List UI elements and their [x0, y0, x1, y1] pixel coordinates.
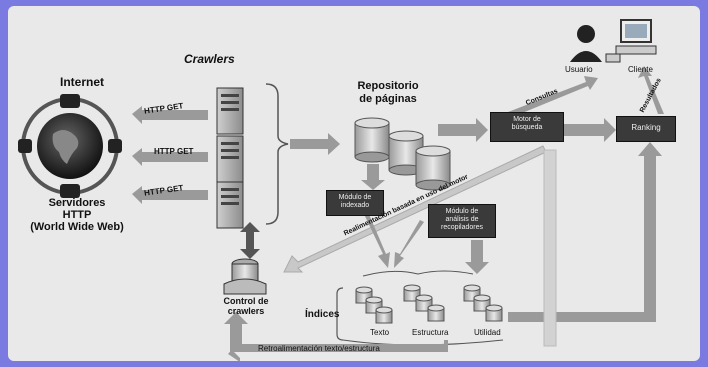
control-updown-arrow [240, 222, 260, 259]
indices-to-ranking-arrow [508, 142, 662, 322]
control-crawlers-icon [223, 258, 267, 295]
indexado-to-indices-arrow-b [394, 220, 424, 268]
brace-to-repo-arrow [290, 133, 340, 155]
index-estructura-label: Estructura [412, 328, 449, 337]
http-get-arrow-3 [132, 186, 208, 204]
modulo-indexado-line-1: Módulo de [338, 194, 372, 201]
retro-texto-estructura-arrow [228, 340, 448, 361]
http-get-arrows [132, 106, 208, 204]
servidores-line-2: HTTP [62, 209, 92, 221]
motor-line-2: búsqueda [511, 124, 543, 131]
modulo-analisis-box: Módulo de análisis de recopiladores [428, 204, 496, 238]
crawlers-label: Crawlers [184, 52, 235, 66]
diagram-graphics [18, 19, 664, 361]
realimentacion-uso-arrow [283, 145, 547, 273]
ranking-box: Ranking [616, 116, 676, 142]
crawler-brace [265, 83, 289, 225]
motor-line-1: Motor de [513, 116, 541, 123]
repository-cylinders-icon [354, 117, 451, 191]
consultas-arrow [508, 76, 598, 118]
indices-top-brace [362, 270, 474, 277]
modulo-analisis-line-3: recopiladores [440, 224, 484, 231]
modulo-analisis-line-1: Módulo de [445, 208, 479, 215]
indexado-to-indices-arrow-a [363, 212, 390, 268]
resultados-arrow [638, 66, 664, 114]
control-line-2: crawlers [227, 306, 265, 316]
internet-globe-icon [18, 94, 122, 198]
cliente-label: Cliente [628, 65, 653, 74]
crawler-server-icon-3 [216, 181, 244, 229]
retro-left-up-arrow [224, 312, 248, 352]
http-get-label-2: HTTP GET [154, 147, 194, 156]
indices-label: Índices [305, 309, 340, 320]
http-get-arrow-1 [132, 106, 208, 124]
diagram-canvas: Internet Crawlers Servidores HTTP (World… [8, 6, 700, 361]
indices-bracket [336, 287, 344, 341]
modulo-indexado-box: Módulo de indexado [326, 190, 384, 216]
index-utilidad-label: Utilidad [474, 328, 501, 337]
index-texto-icon [355, 286, 393, 324]
index-estructura-icon [403, 284, 445, 322]
http-get-arrow-2 [132, 148, 208, 166]
crawler-server-icon-1 [216, 87, 244, 135]
cliente-icon [605, 19, 657, 63]
modulo-analisis-line-2: análisis de [445, 216, 479, 223]
repo-to-indexado-arrow [361, 164, 385, 190]
repositorio-label: Repositorio de páginas [348, 80, 428, 106]
servidores-line-3: (World Wide Web) [30, 221, 124, 233]
repositorio-line-1: Repositorio [357, 80, 419, 92]
retro-label: Retroalimentación texto/estructura [258, 344, 380, 353]
motor-busqueda-box: Motor de búsqueda [490, 112, 564, 142]
usuario-label: Usuario [565, 65, 593, 74]
servidores-line-1: Servidores [48, 197, 106, 209]
crawler-server-icons [216, 87, 244, 229]
modulo-indexado-line-2: indexado [340, 202, 370, 209]
repositorio-line-2: de páginas [359, 93, 417, 105]
index-utilidad-icon [463, 284, 503, 322]
ranking-label: Ranking [631, 123, 661, 132]
control-line-1: Control de [223, 296, 269, 306]
crawler-server-icon-2 [216, 135, 244, 183]
analisis-to-indices-arrow [465, 240, 489, 274]
servidores-label: Servidores HTTP (World Wide Web) [10, 197, 144, 233]
motor-feedback-arrow [543, 149, 557, 347]
internet-label: Internet [60, 75, 105, 89]
control-crawlers-label: Control de crawlers [206, 296, 286, 316]
repo-to-motor-arrow [438, 118, 488, 142]
index-texto-label: Texto [370, 328, 390, 337]
motor-to-ranking-arrow [564, 118, 616, 142]
usuario-icon [570, 25, 602, 62]
